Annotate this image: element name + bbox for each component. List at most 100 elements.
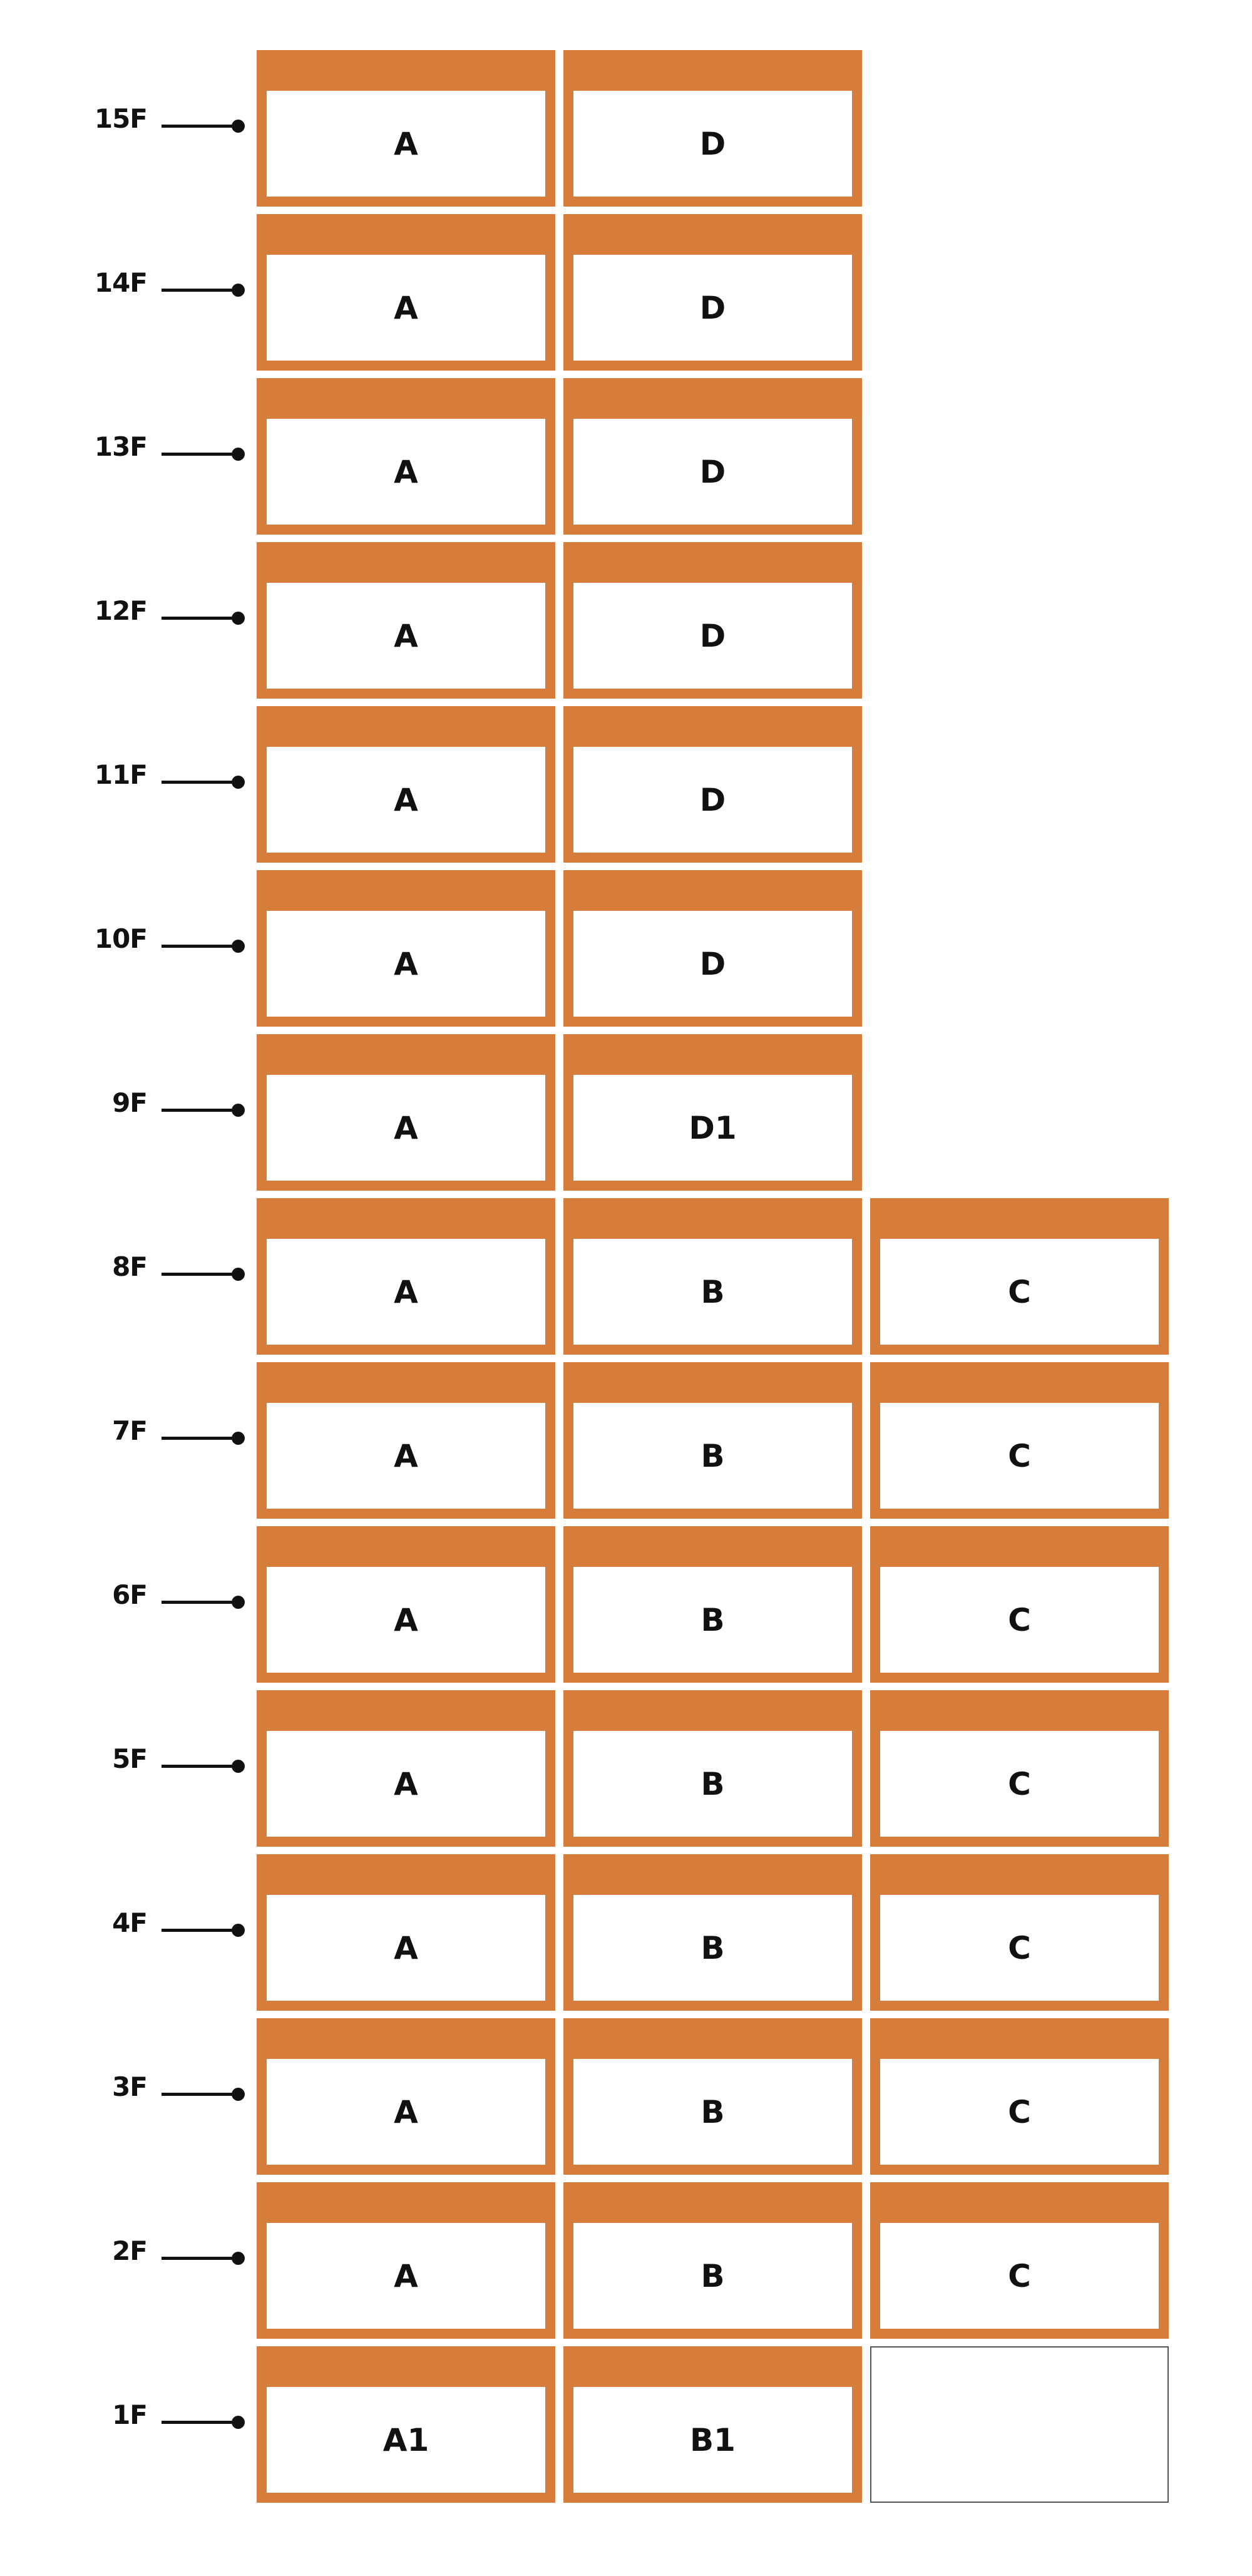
unit-box: A bbox=[257, 2182, 555, 2339]
unit-label: B bbox=[700, 2093, 725, 2130]
unit-label: C bbox=[1008, 1273, 1031, 1310]
unit-label: A bbox=[394, 1437, 418, 1474]
unit-box: C bbox=[870, 1854, 1169, 2011]
unit-box-inner: A bbox=[267, 1403, 545, 1509]
floor-row: 14F A D bbox=[0, 214, 1252, 371]
floor-label: 14F bbox=[94, 267, 148, 298]
floor-label: 6F bbox=[112, 1579, 148, 1610]
floor-leader-line bbox=[162, 1437, 239, 1440]
floor-leader-dot bbox=[232, 1596, 245, 1609]
unit-label: C bbox=[1008, 2257, 1031, 2294]
floor-leader-line bbox=[162, 2257, 239, 2260]
unit-box-inner: A bbox=[267, 255, 545, 361]
unit-label: B bbox=[700, 1437, 725, 1474]
unit-label: A bbox=[394, 2093, 418, 2130]
unit-box-inner: D bbox=[573, 91, 852, 197]
floor-leader-dot bbox=[232, 612, 245, 625]
unit-label: A bbox=[394, 1601, 418, 1638]
unit-box-inner: D1 bbox=[573, 1075, 852, 1181]
unit-box: B bbox=[563, 2182, 862, 2339]
floor-label: 11F bbox=[94, 759, 148, 790]
unit-box: A bbox=[257, 1526, 555, 1683]
unit-box: B bbox=[563, 1526, 862, 1683]
floor-row: 2F A B C bbox=[0, 2182, 1252, 2339]
unit-box-inner: D bbox=[573, 583, 852, 689]
unit-label: D bbox=[699, 781, 726, 818]
floor-label: 2F bbox=[112, 2235, 148, 2266]
unit-box: A bbox=[257, 706, 555, 863]
floor-row: 4F A B C bbox=[0, 1854, 1252, 2011]
unit-box: A bbox=[257, 870, 555, 1027]
floor-row: 15F A D bbox=[0, 50, 1252, 207]
unit-label: D bbox=[699, 617, 726, 654]
floor-label: 8F bbox=[112, 1251, 148, 1282]
unit-box-inner: B bbox=[573, 1731, 852, 1837]
unit-box-inner: B bbox=[573, 2223, 852, 2329]
unit-label: B bbox=[700, 1765, 725, 1802]
unit-box: D bbox=[563, 50, 862, 207]
unit-box-inner: A bbox=[267, 1075, 545, 1181]
unit-box-inner: C bbox=[880, 2223, 1159, 2329]
unit-box-inner: A bbox=[267, 583, 545, 689]
floor-leader-dot bbox=[232, 1104, 245, 1117]
unit-box: B bbox=[563, 1362, 862, 1519]
unit-label: A bbox=[394, 1109, 418, 1146]
unit-box: C bbox=[870, 1690, 1169, 1847]
unit-label: B bbox=[700, 1929, 725, 1966]
unit-box-inner: A bbox=[267, 2223, 545, 2329]
unit-box: A bbox=[257, 1198, 555, 1355]
unit-box-inner: C bbox=[880, 1403, 1159, 1509]
floor-label: 9F bbox=[112, 1087, 148, 1118]
unit-label: D bbox=[699, 945, 726, 982]
unit-box: A bbox=[257, 1854, 555, 2011]
unit-box: A1 bbox=[257, 2346, 555, 2503]
floor-leader-line bbox=[162, 1929, 239, 1932]
unit-box: C bbox=[870, 2182, 1169, 2339]
unit-label: A bbox=[394, 125, 418, 162]
floor-leader-line bbox=[162, 945, 239, 948]
unit-box-inner: A bbox=[267, 1895, 545, 2001]
unit-box: B bbox=[563, 1690, 862, 1847]
unit-box-inner: A bbox=[267, 747, 545, 853]
unit-label: B bbox=[700, 2257, 725, 2294]
floor-leader-dot bbox=[232, 2252, 245, 2265]
unit-box-inner: A bbox=[267, 2059, 545, 2165]
unit-box-inner: C bbox=[880, 1895, 1159, 2001]
floor-label: 1F bbox=[112, 2399, 148, 2430]
floor-leader-dot bbox=[232, 1432, 245, 1445]
unit-label: A bbox=[394, 1765, 418, 1802]
unit-label: A bbox=[394, 1273, 418, 1310]
unit-label: A bbox=[394, 289, 418, 326]
floor-leader-line bbox=[162, 1109, 239, 1112]
unit-box: A bbox=[257, 50, 555, 207]
floor-leader-line bbox=[162, 1273, 239, 1276]
unit-label: D bbox=[699, 453, 726, 490]
floor-leader-dot bbox=[232, 776, 245, 789]
floor-leader-dot bbox=[232, 120, 245, 133]
unit-box-inner: B bbox=[573, 1403, 852, 1509]
floor-label: 5F bbox=[112, 1743, 148, 1774]
unit-box: C bbox=[870, 1526, 1169, 1683]
unit-box-inner: D bbox=[573, 255, 852, 361]
floor-label: 13F bbox=[94, 431, 148, 462]
unit-box: A bbox=[257, 2018, 555, 2175]
floor-leader-line bbox=[162, 1765, 239, 1768]
floor-leader-line bbox=[162, 289, 239, 292]
floor-label: 4F bbox=[112, 1907, 148, 1938]
unit-label: C bbox=[1008, 1601, 1031, 1638]
unit-label: D1 bbox=[689, 1109, 737, 1146]
unit-box-inner: A bbox=[267, 91, 545, 197]
unit-box: A bbox=[257, 542, 555, 699]
floor-leader-line bbox=[162, 617, 239, 620]
floor-label: 15F bbox=[94, 103, 148, 134]
floor-label: 3F bbox=[112, 2071, 148, 2102]
unit-box-inner: D bbox=[573, 747, 852, 853]
floor-leader-dot bbox=[232, 1268, 245, 1281]
floor-leader-line bbox=[162, 781, 239, 784]
unit-label: A bbox=[394, 781, 418, 818]
unit-box-inner: A1 bbox=[267, 2387, 545, 2493]
floor-leader-dot bbox=[232, 448, 245, 461]
